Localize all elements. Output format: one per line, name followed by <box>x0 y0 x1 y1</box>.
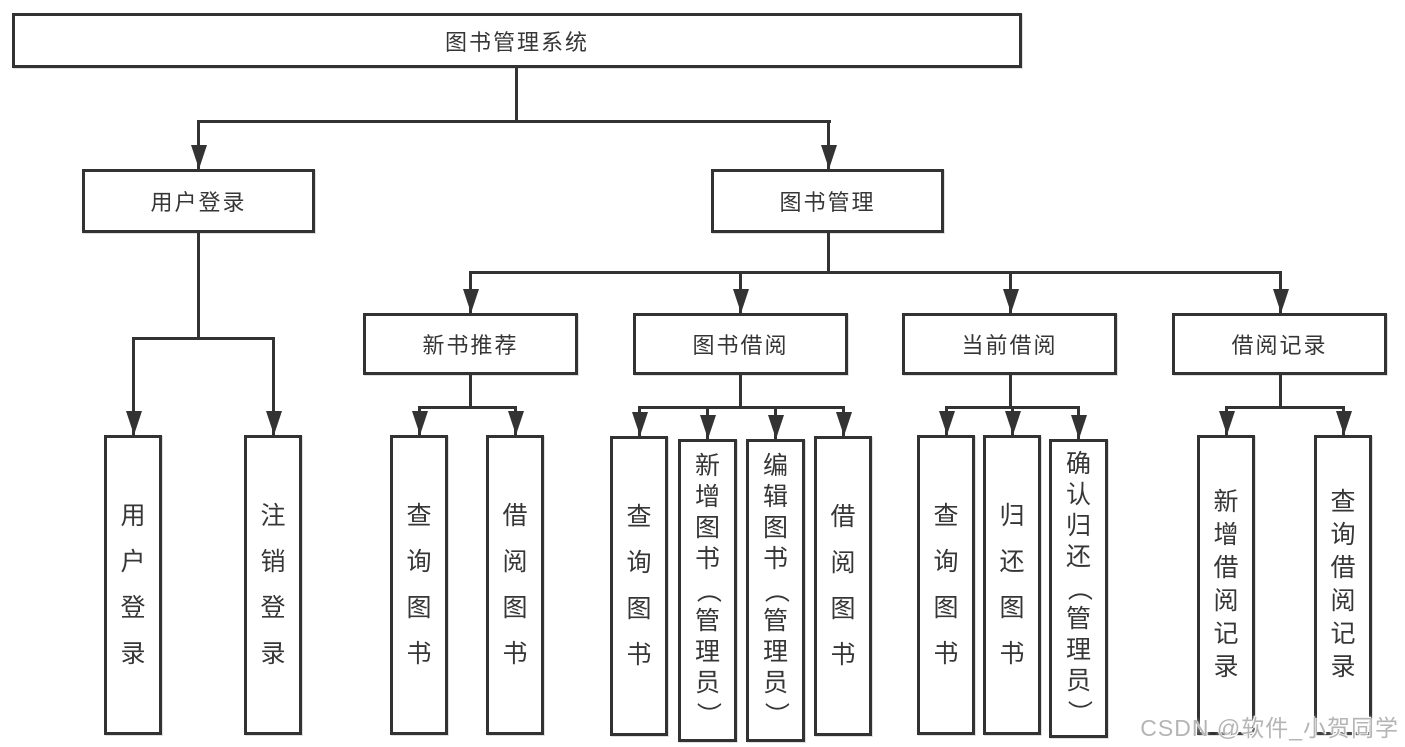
leaf-records-add-record-label: 新增借阅记录 <box>1213 488 1239 681</box>
node-current-borrowing: 当前借阅 <box>902 313 1117 375</box>
arrow-down <box>197 120 200 169</box>
node-book-borrowing-label: 图书借阅 <box>692 333 789 358</box>
leaf-borrowing-edit-books-admin-label: 编辑图书（管理员） <box>761 452 790 728</box>
arrow-down <box>945 406 948 435</box>
arrow-down <box>1009 271 1012 313</box>
node-root: 图书管理系统 <box>12 13 1022 68</box>
node-borrowing-records-label: 借阅记录 <box>1231 333 1328 358</box>
leaf-newrec-borrow-books: 借阅图书 <box>486 435 544 735</box>
leaf-newrec-borrow-books-label: 借阅图书 <box>502 501 528 668</box>
arrow-down <box>739 271 742 313</box>
connector <box>638 406 845 409</box>
node-new-book-rec-label: 新书推荐 <box>422 333 519 358</box>
leaf-current-return-books-label: 归还图书 <box>999 501 1025 668</box>
leaf-records-add-record: 新增借阅记录 <box>1197 435 1255 735</box>
node-root-label: 图书管理系统 <box>444 29 589 55</box>
node-book-mgmt-label: 图书管理 <box>779 190 876 215</box>
arrow-down <box>827 120 830 169</box>
arrow-down <box>418 406 421 435</box>
connector <box>827 233 830 271</box>
connector <box>197 120 831 123</box>
connector <box>1009 375 1012 406</box>
leaf-current-confirm-return-admin: 确认归还（管理员） <box>1049 439 1108 738</box>
arrow-down <box>638 406 641 436</box>
arrow-down <box>1225 406 1228 435</box>
leaf-borrowing-edit-books-admin: 编辑图书（管理员） <box>746 439 805 742</box>
leaf-records-query-record: 查询借阅记录 <box>1314 435 1372 735</box>
leaf-newrec-query-books: 查询图书 <box>390 435 448 735</box>
connector <box>132 337 275 340</box>
leaf-borrowing-query-books-label: 查询图书 <box>626 502 652 669</box>
connector <box>1279 375 1282 406</box>
leaf-borrowing-add-books-admin-label: 新增图书（管理员） <box>693 452 722 728</box>
connector <box>469 375 472 406</box>
leaf-logout-label: 注销登录 <box>260 501 286 668</box>
csdn-watermark: CSDN @软件_小贺同学 <box>1140 715 1399 741</box>
leaf-borrowing-add-books-admin: 新增图书（管理员） <box>678 439 737 742</box>
connector <box>515 68 518 120</box>
arrow-down <box>842 406 845 436</box>
connector <box>1225 406 1345 409</box>
arrow-down <box>706 406 709 439</box>
node-book-borrowing: 图书借阅 <box>633 313 848 375</box>
leaf-current-query-books: 查询图书 <box>917 435 975 735</box>
leaf-user-login-label: 用户登录 <box>120 501 146 668</box>
leaf-user-login: 用户登录 <box>104 435 162 735</box>
node-user-login-label: 用户登录 <box>150 190 247 215</box>
arrow-down <box>132 337 135 435</box>
arrow-down <box>1342 406 1345 435</box>
node-user-login: 用户登录 <box>82 169 315 233</box>
leaf-borrowing-query-books: 查询图书 <box>610 436 668 736</box>
node-current-borrowing-label: 当前借阅 <box>961 333 1058 358</box>
leaf-current-query-books-label: 查询图书 <box>933 501 959 668</box>
leaf-logout: 注销登录 <box>244 435 302 735</box>
arrow-down <box>272 337 275 435</box>
arrow-down <box>774 406 777 439</box>
node-new-book-rec: 新书推荐 <box>363 313 578 375</box>
leaf-current-return-books: 归还图书 <box>983 435 1041 735</box>
node-book-mgmt: 图书管理 <box>711 169 944 233</box>
arrow-down <box>1011 406 1014 435</box>
leaf-borrowing-borrow-books: 借阅图书 <box>814 436 872 736</box>
arrow-down <box>1077 406 1080 439</box>
leaf-records-query-record-label: 查询借阅记录 <box>1330 488 1356 681</box>
leaf-current-confirm-return-admin-label: 确认归还（管理员） <box>1064 450 1093 726</box>
connector <box>739 375 742 406</box>
connector <box>418 406 517 409</box>
connector <box>197 233 200 337</box>
leaf-borrowing-borrow-books-label: 借阅图书 <box>830 502 856 669</box>
arrow-down <box>514 406 517 435</box>
node-borrowing-records: 借阅记录 <box>1172 313 1387 375</box>
connector <box>469 271 1282 274</box>
leaf-newrec-query-books-label: 查询图书 <box>406 501 432 668</box>
arrow-down <box>469 271 472 313</box>
arrow-down <box>1279 271 1282 313</box>
